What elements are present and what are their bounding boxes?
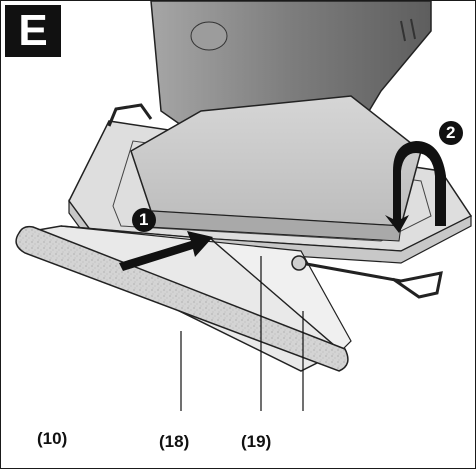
label-10: (10) xyxy=(37,429,68,448)
label-18: (18) xyxy=(159,432,190,451)
arrow-step-2 xyxy=(385,141,446,233)
step-2-circle xyxy=(439,121,463,145)
clamp-wire xyxy=(300,261,443,299)
clamp-pivot xyxy=(291,255,307,271)
arrow-step-1 xyxy=(119,231,213,271)
sandpaper-roll xyxy=(15,225,349,372)
leader-lines xyxy=(180,256,304,411)
step-2-number: 2 xyxy=(446,123,456,142)
figure-badge: E xyxy=(5,5,61,57)
label-19: (19) xyxy=(241,432,272,451)
clamp-lever-left xyxy=(107,103,153,127)
power-switch xyxy=(190,21,228,51)
base-inner xyxy=(112,140,432,242)
step-1-circle xyxy=(132,208,156,232)
sandpaper-flat xyxy=(60,225,352,352)
step-1-number: 1 xyxy=(139,210,149,229)
